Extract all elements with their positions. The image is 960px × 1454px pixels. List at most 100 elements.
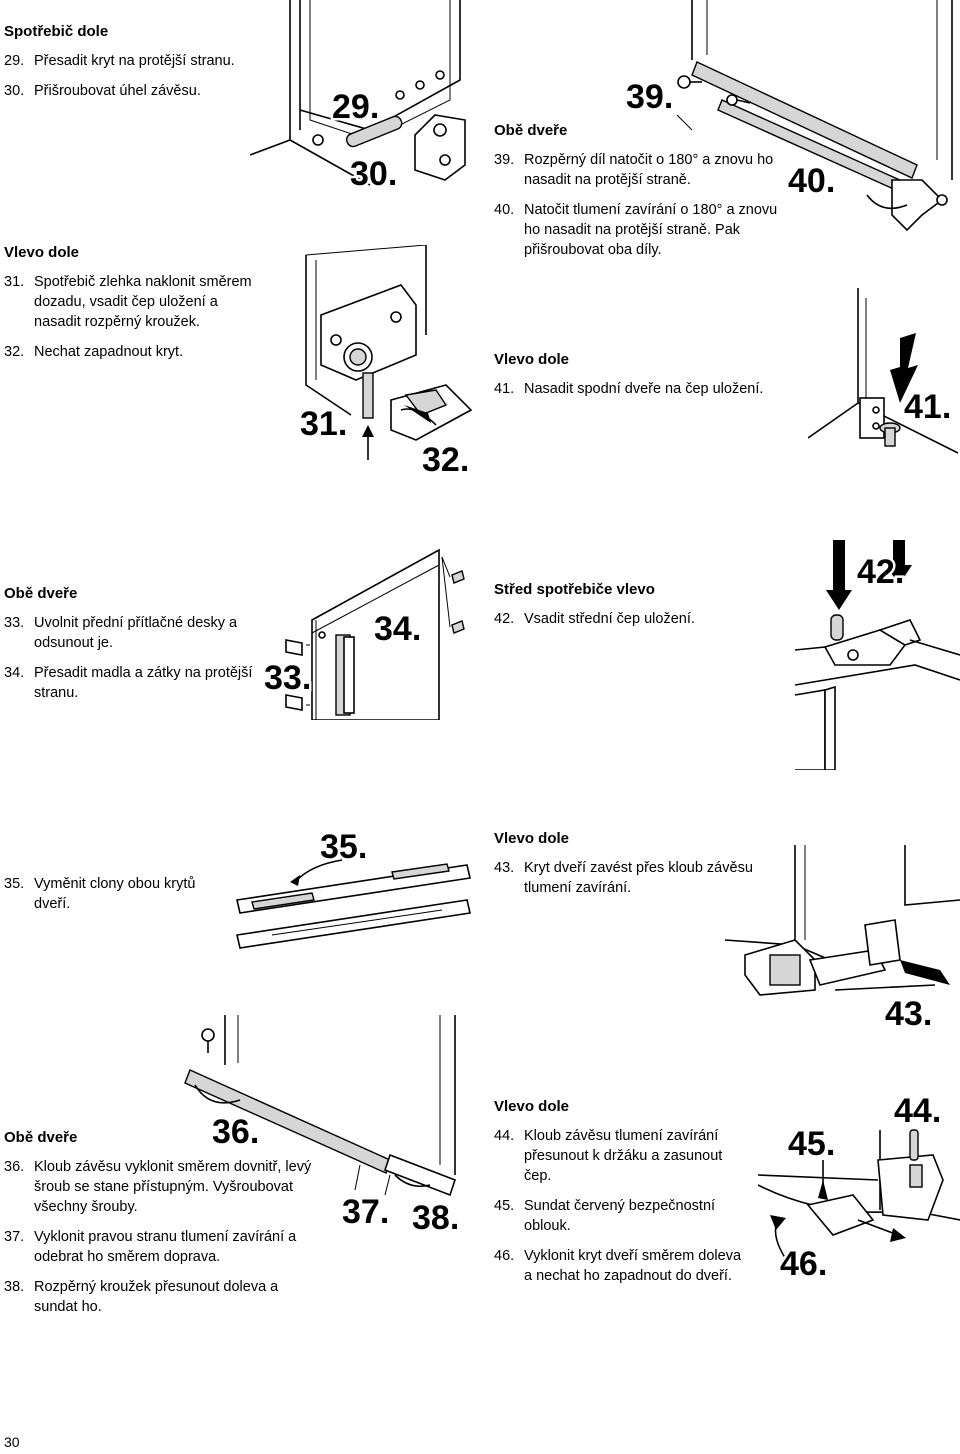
figure-label: 43. [885,995,932,1030]
step-36: 36Kloub závěsu vyklonit směrem dovnitř, … [4,1157,322,1217]
page-number: 30 [4,1434,20,1450]
step-32: 32Nechat zapadnout kryt. [4,342,266,362]
figure-41-lower-door: 41. [808,288,960,468]
section-heading: Vlevo dole [494,830,570,847]
step-39: 39Rozpěrný díl natočit o 180° a znovu ho… [494,150,786,190]
figure-label: 46. [780,1245,827,1283]
step-text: Nechat zapadnout kryt. [34,344,184,360]
step-number: 31 [4,272,34,332]
section-31-32: Vlevo dole 31Spotřebič zlehka naklonit s… [4,243,266,372]
step-34: 34Přesadit madla a zátky na protější str… [4,663,262,703]
step-text: Rozpěrný díl natočit o 180° a znovu ho n… [524,152,774,188]
step-number: 29 [4,51,34,71]
step-number: 43 [494,858,524,898]
step-text: Vyměnit clony obou krytů dveří. [34,876,196,912]
step-number: 34 [4,663,34,703]
step-text: Vsadit střední čep uložení. [524,611,695,627]
step-text: Kloub závěsu tlumení zavírání přesunout … [524,1128,723,1184]
section-heading: Střed spotřebiče vlevo [494,581,655,598]
step-number: 44 [494,1126,524,1186]
figure-29-30-cover-hinge: 29. 30. [250,0,480,195]
step-text: Kloub závěsu vyklonit směrem dovnitř, le… [34,1159,312,1215]
section-heading: Spotřebič dole [4,23,109,40]
step-number: 46 [494,1246,524,1286]
step-text: Přišroubovat úhel závěsu. [34,83,201,99]
step-number: 41 [494,379,524,399]
step-31: 31Spotřebič zlehka naklonit směrem dozad… [4,272,266,332]
step-number: 40 [494,200,524,260]
step-37: 37Vyklonit pravou stranu tlumení zavírán… [4,1227,322,1267]
step-44: 44Kloub závěsu tlumení zavírání přesunou… [494,1126,752,1186]
section-heading: Obě dveře [4,1129,78,1146]
step-text: Vyklonit kryt dveří směrem doleva a nech… [524,1248,742,1284]
step-text: Přesadit kryt na protější stranu. [34,53,235,69]
figure-label: 29. [332,88,379,126]
step-number: 42 [494,609,524,629]
figure-label: 36. [212,1113,259,1151]
section-heading: Vlevo dole [4,244,80,261]
step-text: Rozpěrný kroužek přesunout doleva a sund… [34,1279,279,1315]
step-number: 35 [4,874,34,914]
figure-label: 39. [626,78,673,116]
step-text: Uvolnit přední přítlačné desky a odsunou… [34,615,238,651]
figure-label: 38. [412,1199,459,1230]
section-42: Střed spotřebiče vlevo 42Vsadit střední … [494,580,754,639]
figure-label: 44. [894,1092,941,1130]
section-33-34: Obě dveře 33Uvolnit přední přítlačné des… [4,584,262,713]
figure-42-middle-pin: 42. [795,535,960,770]
section-heading: Vlevo dole [494,351,570,368]
step-text: Spotřebič zlehka naklonit směrem dozadu,… [34,274,252,330]
section-43: Vlevo dole 43Kryt dveří zavést přes klou… [494,829,794,908]
figure-label: 33. [264,659,311,697]
step-number: 32 [4,342,34,362]
step-29: 29Přesadit kryt na protější stranu. [4,51,254,71]
section-29-30: Spotřebič dole 29Přesadit kryt na protěj… [4,22,254,111]
step-text: Natočit tlumení zavírání o 180° a znovu … [524,202,778,258]
step-42: 42Vsadit střední čep uložení. [494,609,754,629]
step-text: Sundat červený bezpečnostní oblouk. [524,1198,716,1234]
section-heading: Vlevo dole [494,1098,570,1115]
step-45: 45Sundat červený bezpečnostní oblouk. [494,1196,752,1236]
step-40: 40Natočit tlumení zavírání o 180° a znov… [494,200,786,260]
figure-43-cover-hinge: 43. [725,845,960,1030]
step-number: 37 [4,1227,34,1267]
section-44-46: Vlevo dole 44Kloub závěsu tlumení zavírá… [494,1097,752,1296]
figure-39-40-spacer-damper: 39. 40. [622,0,960,245]
step-33: 33Uvolnit přední přítlačné desky a odsun… [4,613,262,653]
figure-36-38-damper-removal: 36. 37. 38. [180,1015,465,1230]
figure-33-34-door-handles: 34. 33. [264,545,484,720]
step-number: 45 [494,1196,524,1236]
step-number: 39 [494,150,524,190]
figure-label: 31. [300,405,347,443]
figure-label: 34. [374,610,421,648]
section-heading: Obě dveře [4,585,78,602]
figure-label: 35. [320,830,367,866]
step-number: 36 [4,1157,34,1217]
step-41: 41Nasadit spodní dveře na čep uložení. [494,379,794,399]
figure-44-46-hinge-holder: 45. 44. 46. [758,1090,960,1290]
section-35: 35Vyměnit clony obou krytů dveří. [4,874,226,924]
step-text: Vyklonit pravou stranu tlumení zavírání … [34,1229,297,1265]
step-38: 38Rozpěrný kroužek přesunout doleva a su… [4,1277,322,1317]
figure-label: 37. [342,1193,389,1230]
step-number: 30 [4,81,34,101]
figure-label: 32. [422,441,469,475]
step-text: Kryt dveří zavést přes kloub závěsu tlum… [524,860,753,896]
section-36-38: Obě dveře 36Kloub závěsu vyklonit směrem… [4,1128,322,1327]
figure-35-cover-blinds: 35. [232,830,477,950]
step-number: 33 [4,613,34,653]
figure-label: 42. [857,553,904,591]
step-46: 46Vyklonit kryt dveří směrem doleva a ne… [494,1246,752,1286]
step-43: 43Kryt dveří zavést přes kloub závěsu tl… [494,858,794,898]
step-text: Nasadit spodní dveře na čep uložení. [524,381,764,397]
figure-label: 40. [788,162,835,200]
step-35: 35Vyměnit clony obou krytů dveří. [4,874,226,914]
step-30: 30Přišroubovat úhel závěsu. [4,81,254,101]
section-39-40: Obě dveře 39Rozpěrný díl natočit o 180° … [494,121,786,270]
section-41: Vlevo dole 41Nasadit spodní dveře na čep… [494,350,794,409]
figure-label: 45. [788,1125,835,1163]
section-heading: Obě dveře [494,122,568,139]
figure-31-32-bearing-pin: 31. 32. [296,245,486,475]
figure-label: 30. [350,155,397,193]
figure-label: 41. [904,388,951,426]
